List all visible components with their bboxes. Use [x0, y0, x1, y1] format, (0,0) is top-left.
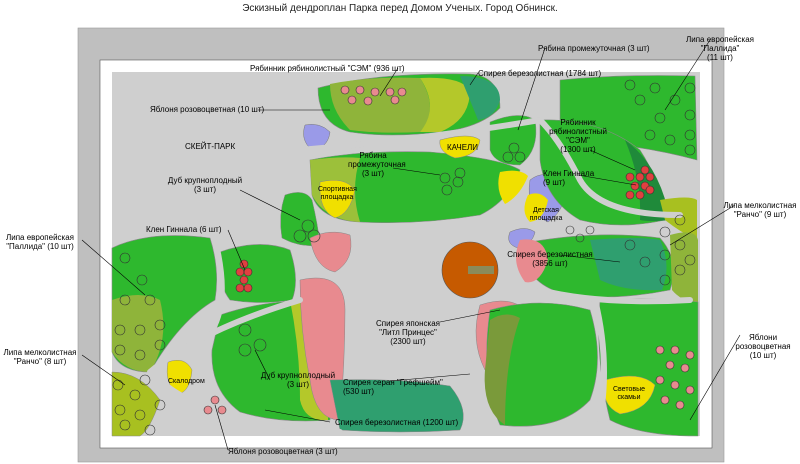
label-line: (9 шт) — [543, 178, 566, 187]
label-line: (530 шт) — [343, 387, 374, 396]
lilac-bed-1 — [303, 124, 331, 151]
label-line: Спирея японская — [375, 319, 441, 328]
label-line: "СЭМ" — [566, 136, 590, 145]
label-yablonya-3: Яблоня розовоцветная (3 шт) — [228, 447, 338, 456]
label-line: Липа европейская — [685, 35, 755, 44]
sport-ground — [319, 180, 356, 219]
kids-ground-label: Детская площадка — [529, 207, 563, 222]
label-line: (11 шт) — [707, 53, 733, 62]
label-spirea-gray: Спирея серая "Грефшейм" (530 шт) — [343, 378, 443, 396]
label-line: Рябина — [359, 151, 387, 160]
label-line: (1300 шт) — [560, 145, 596, 154]
label-line: "Паллида" — [700, 44, 740, 53]
bed-left-lipa-olive — [112, 295, 164, 372]
bed-top-left-olive — [330, 77, 430, 133]
label-dub-top: Дуб крупноплодный (3 шт) — [165, 176, 245, 194]
bed-bottom-right — [598, 298, 699, 437]
label-line: Спирея серая "Грефшейм" — [343, 378, 443, 387]
bed-klen-left — [218, 244, 296, 303]
label-spirea-top: Спирея березолистная (1784 шт) — [478, 69, 602, 78]
label-line: "Паллида" (10 шт) — [6, 242, 74, 251]
label-line: (3856 шт) — [532, 259, 568, 268]
kacheli-ground — [439, 135, 481, 159]
label-line: Рябинник — [560, 118, 596, 127]
label-line: Дуб крупноплодный — [167, 176, 243, 185]
label-yablonya-10: Яблоня розовоцветная (10 шт) — [150, 105, 265, 114]
label-line: (3 шт) — [286, 380, 310, 389]
label-line: (3 шт) — [193, 185, 217, 194]
label-yablonya-right: Яблони розовоцветная (10 шт) — [728, 333, 798, 360]
fountain-inner — [468, 266, 494, 274]
label-lipa-mk-left: Липа мелколистная "Ранчо" (8 шт) — [0, 348, 80, 366]
label-line: Спирея березолистная — [507, 250, 593, 259]
label-line: Липа мелколистная — [723, 201, 797, 210]
benches-label: Световые скамьи — [612, 386, 646, 401]
label-line: Липа европейская — [5, 233, 75, 242]
label-line: "Ранчо" (8 шт) — [13, 357, 67, 366]
label-spirea-bottom: Спирея березолистная (1200 шт) — [335, 418, 459, 427]
label-dub-bottom: Дуб крупноплодный (3 шт) — [258, 371, 338, 389]
skalodrom-label: Скалодром — [168, 378, 205, 385]
skalodrom-ground — [166, 360, 193, 395]
label-line: промежуточная — [348, 160, 406, 169]
label-line: "Ранчо" (9 шт) — [733, 210, 787, 219]
kacheli-label: КАЧЕЛИ — [447, 143, 479, 152]
label-lipa-eu-right: Липа европейская "Паллида" (11 шт) — [680, 35, 760, 62]
label-spirea-jap: Спирея японская "Литл Принцес" (2300 шт) — [370, 319, 446, 346]
label-line: рябинолистный — [549, 127, 607, 136]
kids-yellow — [524, 193, 548, 222]
label-line: Липа мелколистная — [3, 348, 77, 357]
label-ryabinnik-right: Рябинник рябинолистный "СЭМ" (1300 шт) — [548, 118, 608, 154]
label-klen-left: Клен Гиннала (6 шт) — [146, 225, 222, 234]
label-ryabina-top: Рябина промежуточная (3 шт) — [538, 44, 650, 53]
bed-top-teal — [460, 76, 500, 120]
label-line: Клен Гиннала — [543, 169, 595, 178]
bed-top-left-lime — [420, 77, 470, 132]
label-lipa-eu-left: Липа европейская "Паллида" (10 шт) — [0, 233, 80, 251]
label-line: (10 шт) — [749, 351, 777, 360]
label-line: "Литл Принцес" — [379, 328, 437, 337]
label-line: Яблони — [748, 333, 778, 342]
bed-ryabina-yellow — [498, 170, 528, 204]
label-line: розовоцветная — [735, 342, 791, 351]
label-ryabinnik-top: Рябинник рябинолистный "СЭМ" (936 шт) — [250, 64, 405, 73]
label-line: Дуб крупноплодный — [260, 371, 336, 380]
sport-ground-label: Спортивная площадка — [318, 186, 357, 201]
label-spirea-mid: Спирея березолистная (3856 шт) — [505, 250, 595, 268]
paths — [147, 117, 693, 435]
plan-title: Эскизный дендроплан Парка перед Домом Уч… — [242, 3, 558, 14]
label-ryabina-mid: Рябина промежуточная (3 шт) — [348, 151, 406, 178]
benches-ground — [603, 375, 656, 415]
label-lipa-mk-right: Липа мелколистная "Ранчо" (9 шт) — [720, 201, 800, 219]
bed-bottom-mid-olive — [484, 314, 520, 425]
bed-spirea-mid-teal — [590, 238, 667, 291]
bed-spirea-mid-pink — [516, 239, 548, 283]
label-klen-right: Клен Гиннала (9 шт) — [543, 169, 594, 187]
label-line: (2300 шт) — [390, 337, 426, 346]
skate-park-label: СКЕЙТ-ПАРК — [185, 142, 236, 151]
label-line: (3 шт) — [361, 169, 385, 178]
